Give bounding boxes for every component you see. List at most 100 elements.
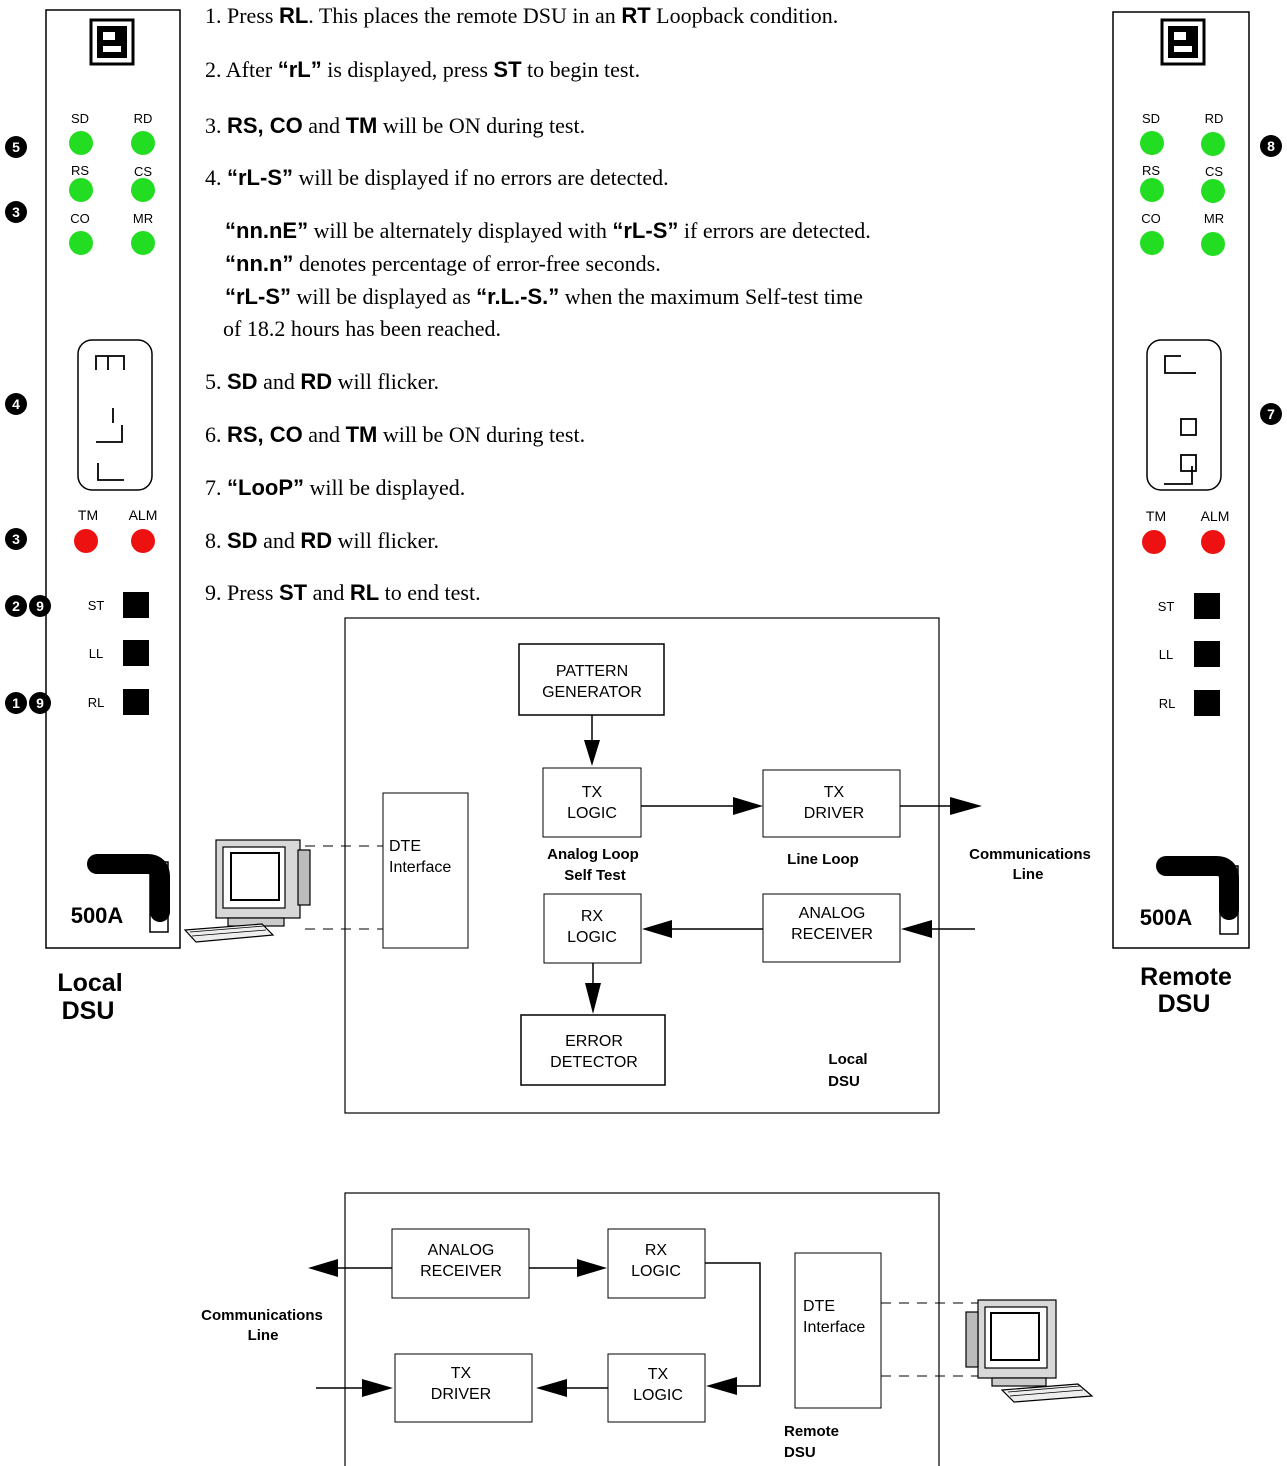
local-seven-segment-display <box>77 339 153 491</box>
step-4: 4. “rL-S” will be displayed if no errors… <box>205 165 669 190</box>
remote-dsu-frame <box>344 1192 940 1466</box>
remote-st-button[interactable] <box>1194 593 1220 619</box>
step-4-note-1: “nn.nE” will be alternately displayed wi… <box>225 218 871 243</box>
analog-loop-label-line1: Analog Loop <box>547 846 639 863</box>
local-dte-line1: DTE <box>389 838 421 855</box>
local-dsu-frame <box>344 617 940 1114</box>
led-rs <box>69 178 93 202</box>
led-rd <box>1201 132 1225 156</box>
local-dsu-caption-line2: DSU <box>62 997 115 1025</box>
step-2: 2. After “rL” is displayed, press ST to … <box>205 57 641 82</box>
remote-tx-driver-line2: DRIVER <box>431 1386 491 1403</box>
button-label-rl: RL <box>1159 696 1176 711</box>
tx-logic-box <box>542 767 642 838</box>
callout-2: 2 <box>12 598 20 614</box>
remote-ll-button[interactable] <box>1194 641 1220 667</box>
remote-tx-logic-line1: TX <box>648 1366 669 1383</box>
callout-7: 7 <box>1267 406 1275 422</box>
led-label-co: CO <box>70 211 90 226</box>
led-label-cs: CS <box>1205 164 1223 179</box>
led-mr <box>1201 232 1225 256</box>
local-computer-icon <box>183 839 311 943</box>
tx-driver-line1: TX <box>824 784 845 801</box>
remote-rx-logic-line1: RX <box>645 1242 668 1259</box>
local-ll-button[interactable] <box>123 640 149 666</box>
local-model-label: 500A <box>71 903 124 928</box>
button-label-st: ST <box>88 598 105 613</box>
pattern-generator-line1: PATTERN <box>556 663 628 680</box>
callout-8: 8 <box>1267 138 1275 154</box>
local-comm-line-line1: Communications <box>969 846 1091 863</box>
led-label-cs: CS <box>134 164 152 179</box>
local-st-button[interactable] <box>123 592 149 618</box>
led-alm <box>131 529 155 553</box>
led-label-rd: RD <box>1205 111 1224 126</box>
callout-5: 5 <box>12 139 20 155</box>
step-3: 3. RS, CO and TM will be ON during test. <box>205 113 586 138</box>
remote-dsu-caption-line2: DSU <box>1158 990 1211 1018</box>
remote-comm-line-line2: Line <box>248 1327 279 1344</box>
remote-dsu-frame-title-line2: DSU <box>784 1444 816 1461</box>
button-label-st: ST <box>1158 599 1175 614</box>
callout-9-rl: 9 <box>36 695 44 711</box>
local-block-diagram: PATTERN GENERATOR TX LOGIC TX DRIVER RX … <box>305 617 1091 1114</box>
led-co <box>1140 231 1164 255</box>
local-dte-interface-box <box>382 792 469 949</box>
analog-receiver-line2: RECEIVER <box>791 926 873 943</box>
local-dsu-front-panel: SD RD RS CS CO MR TM ALM ST LL RL <box>45 9 181 949</box>
step-9: 9. Press ST and RL to end test. <box>205 580 481 605</box>
remote-rl-button[interactable] <box>1194 690 1220 716</box>
local-dsu-caption-line1: Local <box>57 969 122 997</box>
remote-block-diagram: ANALOG RECEIVER RX LOGIC TX DRIVER TX LO… <box>201 1192 985 1466</box>
local-dsu-frame-title-line2: DSU <box>828 1073 860 1090</box>
button-label-rl: RL <box>88 695 105 710</box>
led-sd <box>1140 131 1164 155</box>
step-6: 6. RS, CO and TM will be ON during test. <box>205 422 586 447</box>
step-7: 7. “LooP” will be displayed. <box>205 475 466 500</box>
remote-dsu-frame-title-line1: Remote <box>784 1423 839 1440</box>
analog-receiver-box <box>762 893 901 963</box>
pattern-generator-line2: GENERATOR <box>542 684 642 701</box>
tx-logic-line2: LOGIC <box>567 805 617 822</box>
remote-computer-icon <box>965 1299 1094 1403</box>
local-comm-line-line2: Line <box>1013 866 1044 883</box>
led-label-sd: SD <box>1142 111 1160 126</box>
remote-dsu-caption-line1: Remote <box>1140 963 1232 991</box>
error-detector-line2: DETECTOR <box>550 1054 638 1071</box>
remote-tx-driver-box <box>394 1353 533 1423</box>
local-rl-button[interactable] <box>123 689 149 715</box>
led-rd <box>131 131 155 155</box>
step-5: 5. SD and RD will flicker. <box>205 369 440 394</box>
analog-loop-label-line2: Self Test <box>564 867 625 884</box>
led-label-rs: RS <box>1142 163 1160 178</box>
error-detector-line1: ERROR <box>565 1033 623 1050</box>
remote-seven-segment-display <box>1146 339 1222 491</box>
led-tm <box>1142 530 1166 554</box>
callout-4: 4 <box>12 396 20 412</box>
led-mr <box>131 231 155 255</box>
remote-model-label: 500A <box>1140 905 1193 930</box>
callout-3-bottom: 3 <box>12 531 20 547</box>
button-label-ll: LL <box>89 646 103 661</box>
callout-1: 1 <box>12 695 20 711</box>
led-label-co: CO <box>1141 211 1161 226</box>
led-label-mr: MR <box>1204 211 1224 226</box>
step-1: 1. Press RL. This places the remote DSU … <box>205 3 839 28</box>
led-cs <box>1201 179 1225 203</box>
led-label-alm: ALM <box>129 507 158 523</box>
local-dte-line2: Interface <box>389 859 451 876</box>
brand-logo-icon <box>1160 18 1206 66</box>
error-detector-box <box>520 1014 666 1086</box>
led-rs <box>1140 178 1164 202</box>
step-4-note-2: “nn.n” denotes percentage of error-free … <box>225 251 661 276</box>
step-4-note-3: “rL-S” will be displayed as “r.L.-S.” wh… <box>225 284 863 309</box>
tx-driver-box <box>762 769 901 838</box>
remote-signal-arrows <box>308 1259 761 1397</box>
led-sd <box>69 131 93 155</box>
remote-dte-line1: DTE <box>803 1298 835 1315</box>
line-loop-label: Line Loop <box>787 851 859 868</box>
step-8: 8. SD and RD will flicker. <box>205 528 440 553</box>
remote-analog-receiver-line1: ANALOG <box>428 1242 495 1259</box>
remote-dte-line2: Interface <box>803 1319 865 1336</box>
